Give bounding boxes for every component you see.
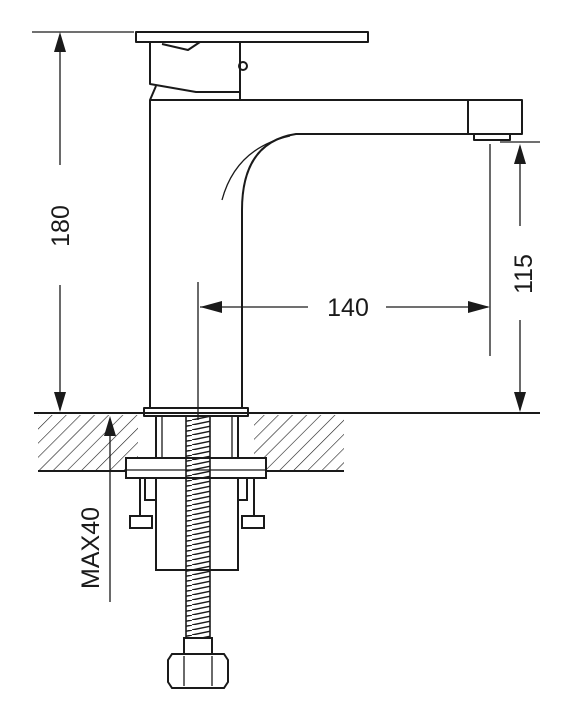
- height-total-label: 180: [47, 205, 75, 247]
- dimension-max-deck: MAX40: [77, 416, 116, 602]
- threaded-rod: [185, 415, 211, 639]
- arrow-up-spout: [514, 144, 526, 164]
- arrow-right: [468, 301, 490, 313]
- arrow-up: [54, 32, 66, 52]
- arrow-down: [54, 392, 66, 412]
- right-nut: [241, 515, 265, 529]
- handle-base: [149, 85, 241, 101]
- dimension-spout-height: 115: [500, 141, 540, 412]
- arrow-left: [200, 301, 222, 313]
- arrow-down-spout: [514, 392, 526, 412]
- handle-cartridge: [149, 42, 241, 93]
- handle-joint: [161, 41, 201, 51]
- aerator: [473, 134, 511, 141]
- hose-hex-nut: [167, 653, 229, 689]
- dimension-spout-reach: 140: [200, 144, 491, 356]
- spout-height-label: 115: [510, 254, 538, 294]
- mounting-hardware: [125, 415, 267, 689]
- hose-collar: [183, 637, 213, 655]
- max-deck-label: MAX40: [77, 507, 105, 589]
- spout-inner-curve: [221, 135, 291, 201]
- handle-lever: [135, 31, 369, 43]
- left-nut: [129, 515, 153, 529]
- arrow-up-deck: [104, 416, 116, 436]
- dimension-height-total: 180: [32, 31, 134, 412]
- spout-outline: [149, 99, 523, 409]
- spout-reach-label: 140: [327, 294, 369, 322]
- lever-handle: [135, 31, 369, 101]
- faucet: [135, 31, 523, 417]
- set-screw: [238, 61, 248, 71]
